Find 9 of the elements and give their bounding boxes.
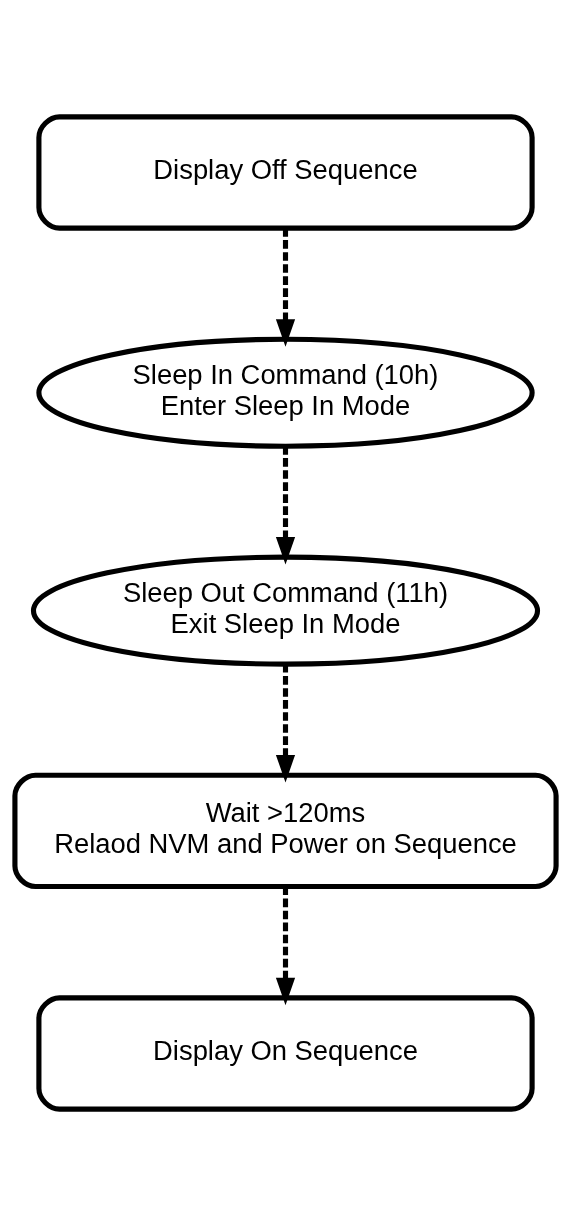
node-ellipse: Sleep In Command (10h) Enter Sleep In Mode	[36, 336, 535, 449]
arrow	[275, 886, 296, 1005]
arrow	[275, 663, 296, 782]
node-box: Display On Sequence	[36, 994, 535, 1112]
node-ellipse: Sleep Out Command (11h) Exit Sleep In Mode	[30, 554, 541, 667]
node-box: Wait >120ms Relaod NVM and Power on Sequence	[12, 772, 559, 889]
node-box: Display Off Sequence	[36, 113, 535, 231]
arrow	[275, 227, 296, 347]
arrow	[275, 445, 296, 565]
